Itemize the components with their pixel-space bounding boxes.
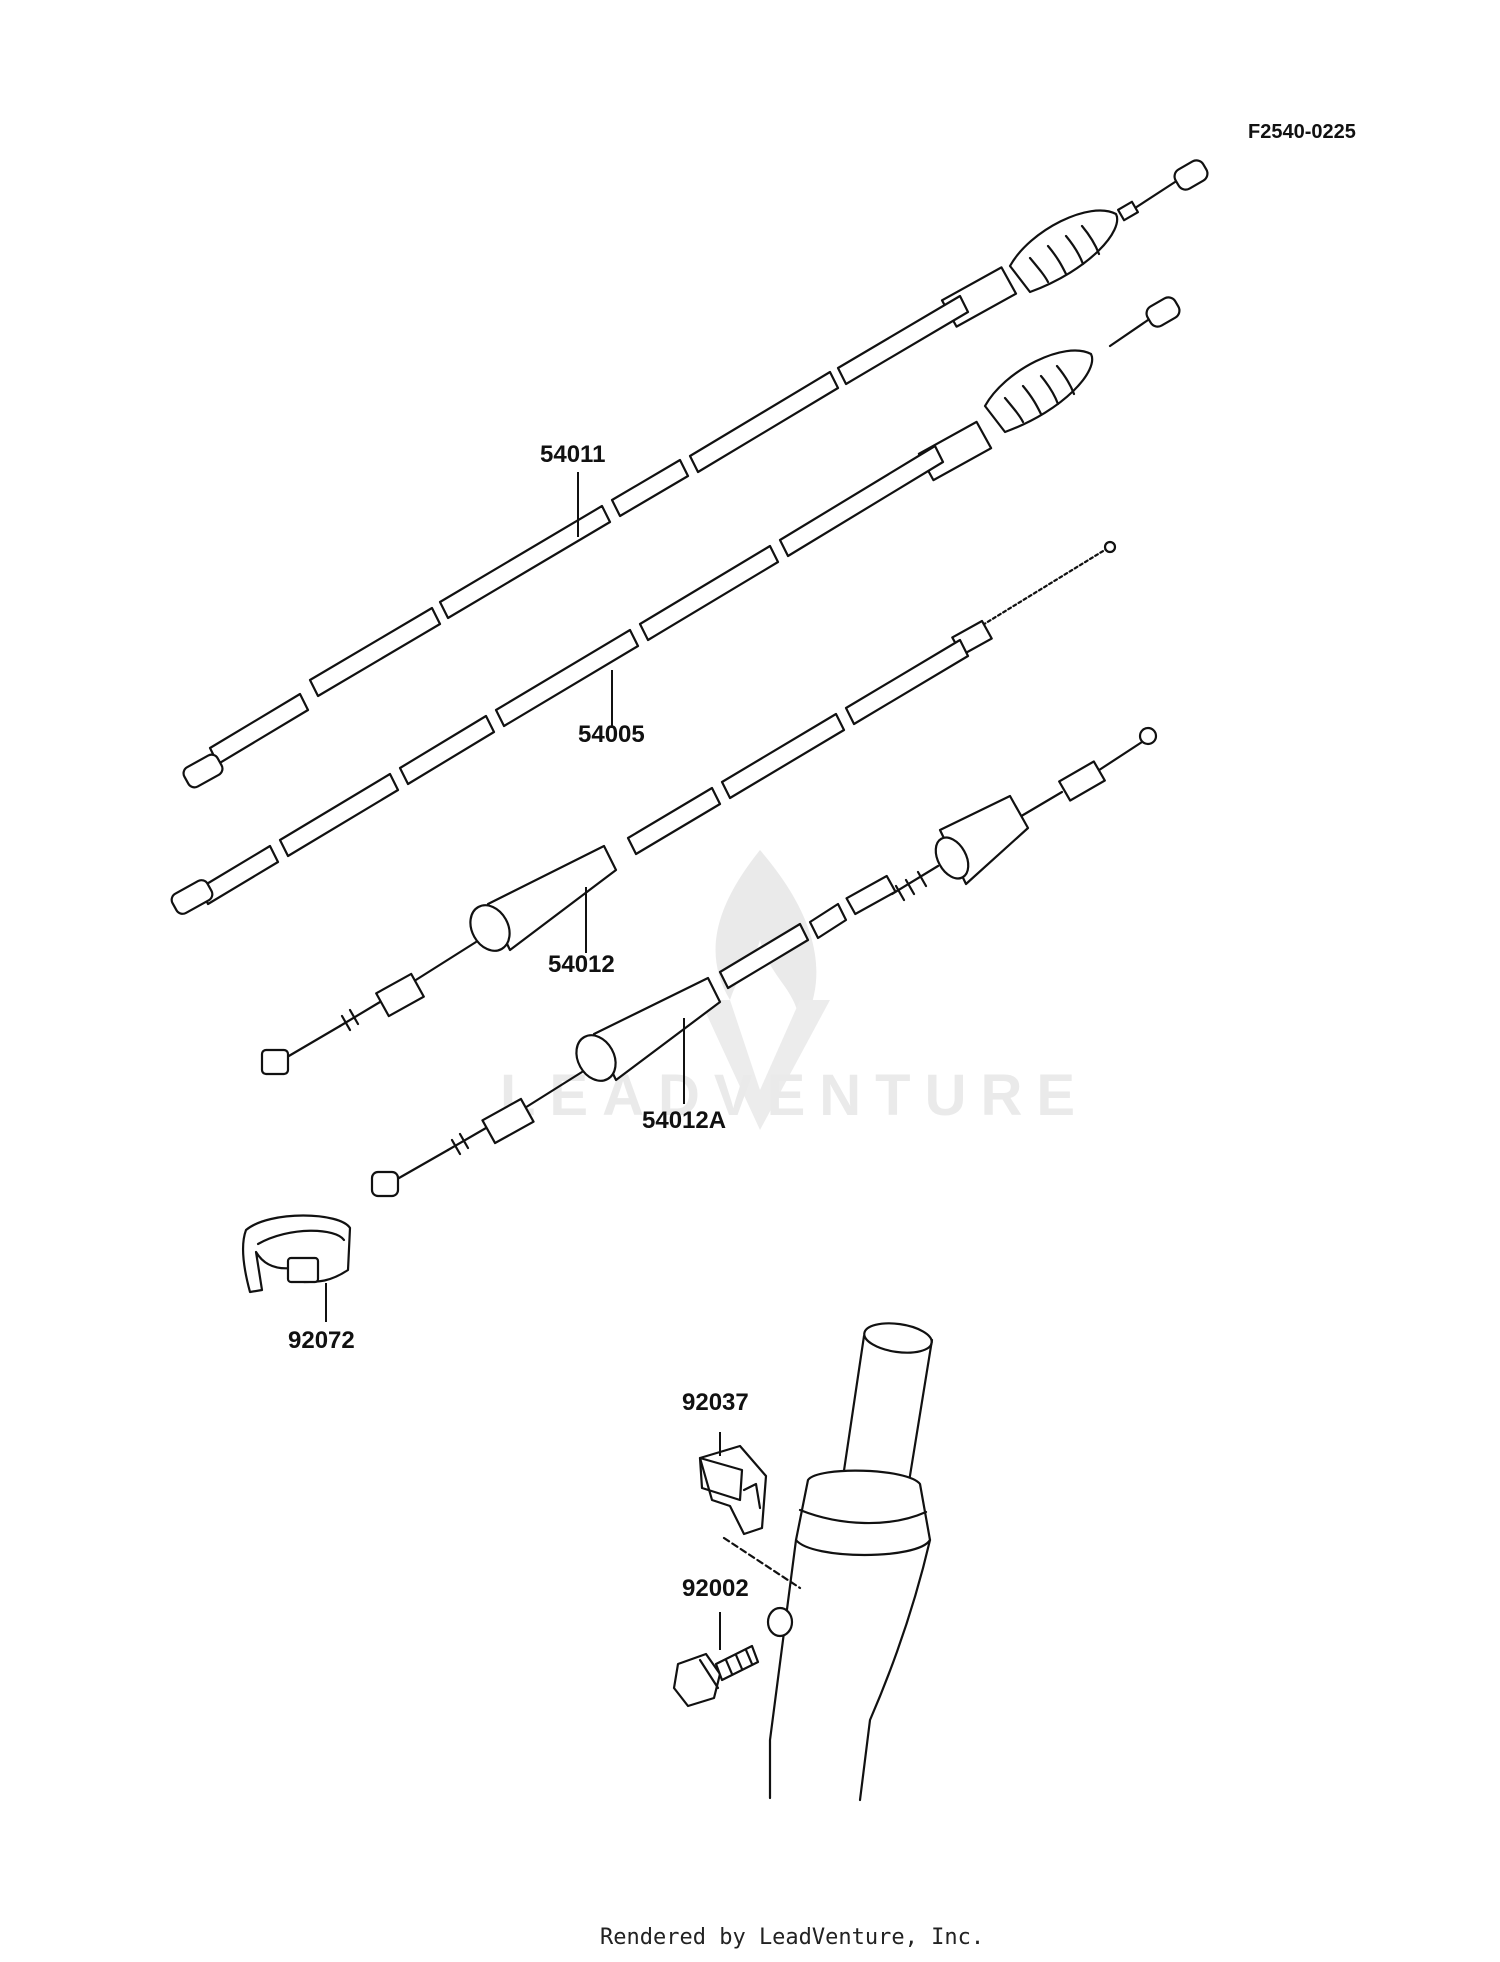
- cable-54011-end-fitting-left: [182, 753, 224, 789]
- part-label-54011: 54011: [540, 441, 605, 468]
- cable-54012A-end-fitting-right: [1138, 726, 1158, 746]
- cable-54005-end-fitting-left: [170, 879, 214, 915]
- cable-54005-end-fitting-right: [1108, 296, 1181, 348]
- part-92072-band-clamp: 92072: [241, 1214, 355, 1354]
- part-label-54005: 54005: [578, 721, 645, 748]
- cable-54011-boot: [1008, 209, 1119, 294]
- part-label-54012: 54012: [548, 951, 615, 978]
- cable-54011: 54011: [182, 159, 1209, 789]
- cable-54012A-throttle-housing-upper: [934, 794, 1030, 886]
- cable-54012-end-fitting-left: [260, 1048, 290, 1076]
- part-92037-cable-guide: 92037: [682, 1389, 768, 1536]
- cable-54012A-adjuster: [481, 1097, 535, 1145]
- cable-54005: 54005: [170, 296, 1181, 915]
- footer-credit: Rendered by LeadVenture, Inc.: [600, 1925, 984, 1950]
- part-92002-bolt: 92002: [672, 1575, 760, 1708]
- fork-mount-hole: [766, 1606, 794, 1638]
- cable-54012A: 54012A: [370, 726, 1158, 1198]
- fork-tube: [722, 1322, 934, 1802]
- reference-code: F2540-0225: [1248, 121, 1356, 143]
- part-label-54012A: 54012A: [642, 1107, 726, 1134]
- watermark-v-icon: [700, 1000, 830, 1130]
- cable-54005-boot: [983, 349, 1094, 434]
- cable-54012: 54012: [260, 540, 1117, 1076]
- part-label-92072: 92072: [288, 1327, 355, 1354]
- cable-54012-end-fitting-right: [1103, 540, 1117, 554]
- cable-54011-end-fitting-right: [1116, 159, 1209, 222]
- cable-54012-throttle-housing: [469, 844, 618, 952]
- part-label-92002: 92002: [682, 1575, 749, 1602]
- part-label-92037: 92037: [682, 1389, 749, 1416]
- watermark-flame-icon: [715, 850, 817, 1030]
- cable-54012A-end-fitting-left: [370, 1170, 400, 1198]
- cable-54012A-throttle-housing-lower: [575, 976, 722, 1082]
- cable-54012-adjuster: [375, 972, 425, 1018]
